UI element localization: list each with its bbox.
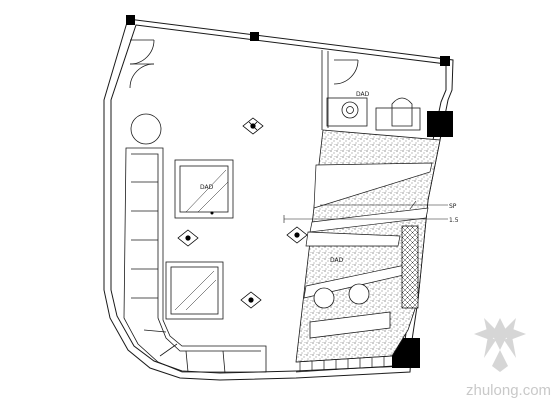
stool-icon [242,117,264,135]
window-marks [126,15,450,66]
stool-icon [240,291,262,309]
coffee-table-lower [165,261,224,320]
coffee-table-upper [174,159,234,219]
bar-stool-icon [348,283,370,305]
marker-label: 1.5 [449,217,459,224]
watermark-text: zhulong.com [466,382,551,399]
counter-label-sp: SP [449,203,457,210]
pantry-counter [326,97,421,131]
watermark-logo-icon [474,318,526,372]
bench [309,311,391,339]
counter-label-left: DAD [330,257,344,264]
bar-stool-icon [313,287,335,309]
section-marker [283,200,448,223]
column-icon [427,111,453,137]
door-swing-icon [129,39,155,89]
table-label-upper: DAD [200,184,214,191]
door-swing-icon [333,59,359,85]
pantry-label: DAD [356,91,370,98]
table-dot [210,211,214,215]
partition-wall [321,50,329,130]
stool-icon [286,226,308,244]
plant-pot-icon [130,113,162,145]
floor-slats [295,355,393,373]
counter-strips [303,162,433,299]
sofa-icon [123,147,267,374]
hatched-panel [401,225,419,309]
stool-icon [177,229,199,247]
